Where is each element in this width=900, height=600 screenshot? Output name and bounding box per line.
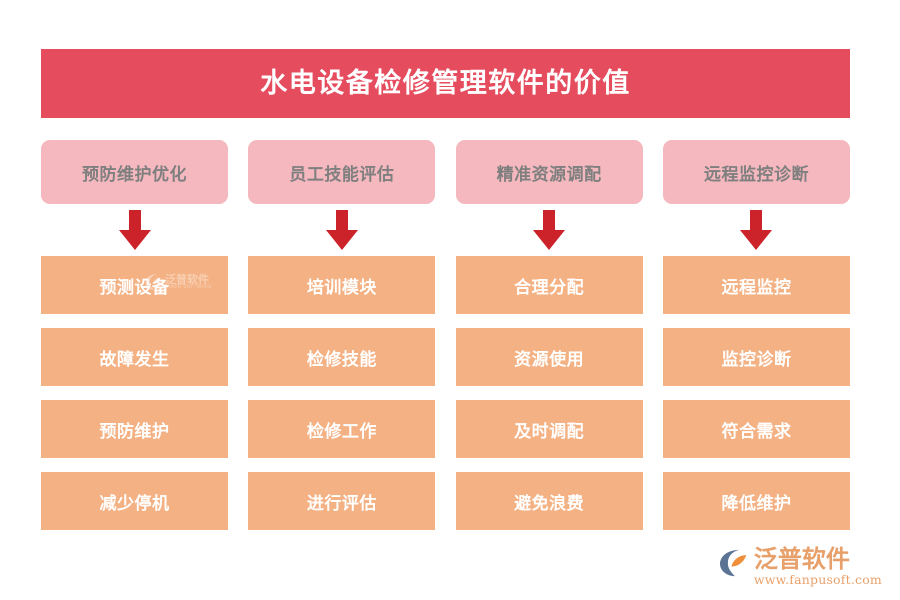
item-label-3-2: 资源使用 bbox=[514, 349, 585, 370]
arrow-down-icon bbox=[740, 210, 773, 250]
fanpu-logo-icon bbox=[719, 549, 747, 576]
item-label-3-3: 及时调配 bbox=[514, 421, 585, 442]
arrow-down-icon bbox=[325, 210, 358, 250]
item-box-4-3[interactable]: 符合需求 bbox=[662, 400, 850, 458]
item-label-3-1: 合理分配 bbox=[514, 277, 585, 298]
column-header-label-4: 远程监控诊断 bbox=[703, 164, 809, 185]
column-2: 员工技能评估 培训模块 检修技能 检修工作 进行评估 bbox=[248, 140, 436, 542]
item-box-1-2[interactable]: 故障发生 bbox=[41, 328, 228, 386]
column-header-label-3: 精准资源调配 bbox=[496, 164, 602, 185]
item-label-2-3: 检修工作 bbox=[306, 421, 377, 442]
brand-logo: 泛普软件 www.fanpusoft.com bbox=[719, 547, 882, 587]
items-list-3: 合理分配 资源使用 及时调配 避免浪费 bbox=[455, 256, 643, 530]
item-box-1-4[interactable]: 减少停机 bbox=[41, 472, 228, 530]
item-label-4-3: 符合需求 bbox=[721, 421, 792, 442]
item-box-3-1[interactable]: 合理分配 bbox=[455, 256, 643, 314]
items-list-1: 预测设备 泛普软件 FANPU SOFTWARE 故障发生 bbox=[41, 256, 228, 530]
watermark-name-en: FANPU SOFTWARE bbox=[165, 284, 212, 290]
item-label-2-1: 培训模块 bbox=[306, 277, 377, 298]
column-header-label-2: 员工技能评估 bbox=[289, 164, 395, 185]
item-label-4-2: 监控诊断 bbox=[721, 349, 792, 370]
item-label-4-1: 远程监控 bbox=[721, 277, 792, 298]
brand-text-block: 泛普软件 www.fanpusoft.com bbox=[754, 547, 882, 587]
item-box-4-1[interactable]: 远程监控 bbox=[662, 256, 850, 314]
item-box-1-3[interactable]: 预防维护 bbox=[41, 400, 228, 458]
arrow-down-icon bbox=[118, 210, 151, 250]
item-box-2-4[interactable]: 进行评估 bbox=[248, 472, 436, 530]
watermark-name-cn: 泛普软件 bbox=[165, 272, 209, 286]
columns-container: 预防维护优化 预测设备 泛普软件 bbox=[41, 140, 850, 542]
item-label-1-1: 预测设备 bbox=[99, 277, 170, 298]
column-3: 精准资源调配 合理分配 资源使用 及时调配 避免浪费 bbox=[455, 140, 643, 542]
column-4: 远程监控诊断 远程监控 监控诊断 符合需求 降低维护 bbox=[662, 140, 850, 542]
title-banner: 水电设备检修管理软件的价值 bbox=[41, 49, 850, 118]
arrow-container-2 bbox=[248, 204, 435, 256]
item-box-2-2[interactable]: 检修技能 bbox=[248, 328, 436, 386]
column-header-card-4[interactable]: 远程监控诊断 bbox=[662, 140, 850, 204]
item-label-1-2: 故障发生 bbox=[99, 349, 170, 370]
item-box-1-1[interactable]: 预测设备 泛普软件 FANPU SOFTWARE bbox=[41, 256, 228, 314]
item-label-4-4: 降低维护 bbox=[721, 493, 792, 514]
page-title: 水电设备检修管理软件的价值 bbox=[260, 68, 631, 99]
item-label-2-4: 进行评估 bbox=[306, 493, 377, 514]
items-list-2: 培训模块 检修技能 检修工作 进行评估 bbox=[248, 256, 436, 530]
column-header-card-1[interactable]: 预防维护优化 bbox=[41, 140, 228, 204]
item-label-1-3: 预防维护 bbox=[99, 421, 170, 442]
item-box-3-3[interactable]: 及时调配 bbox=[455, 400, 643, 458]
column-1: 预防维护优化 预测设备 泛普软件 bbox=[41, 140, 228, 542]
arrow-container-4 bbox=[663, 204, 850, 256]
column-header-label-1: 预防维护优化 bbox=[82, 164, 187, 185]
column-header-card-2[interactable]: 员工技能评估 bbox=[248, 140, 436, 204]
item-box-4-2[interactable]: 监控诊断 bbox=[662, 328, 850, 386]
brand-url: www.fanpusoft.com bbox=[753, 571, 882, 587]
brand-name-cn: 泛普软件 bbox=[753, 544, 850, 573]
item-label-2-2: 检修技能 bbox=[306, 349, 377, 370]
items-list-4: 远程监控 监控诊断 符合需求 降低维护 bbox=[662, 256, 850, 530]
watermark-text-block: 泛普软件 FANPU SOFTWARE bbox=[165, 274, 212, 291]
column-header-card-3[interactable]: 精准资源调配 bbox=[455, 140, 643, 204]
item-box-3-2[interactable]: 资源使用 bbox=[455, 328, 643, 386]
item-label-3-4: 避免浪费 bbox=[514, 493, 585, 514]
item-box-4-4[interactable]: 降低维护 bbox=[662, 472, 850, 530]
item-box-3-4[interactable]: 避免浪费 bbox=[455, 472, 643, 530]
arrow-down-icon bbox=[533, 210, 566, 250]
item-box-2-3[interactable]: 检修工作 bbox=[248, 400, 436, 458]
arrow-container-3 bbox=[456, 204, 643, 256]
arrow-container-1 bbox=[41, 204, 228, 256]
item-label-1-4: 减少停机 bbox=[99, 493, 170, 514]
item-box-2-1[interactable]: 培训模块 bbox=[248, 256, 436, 314]
